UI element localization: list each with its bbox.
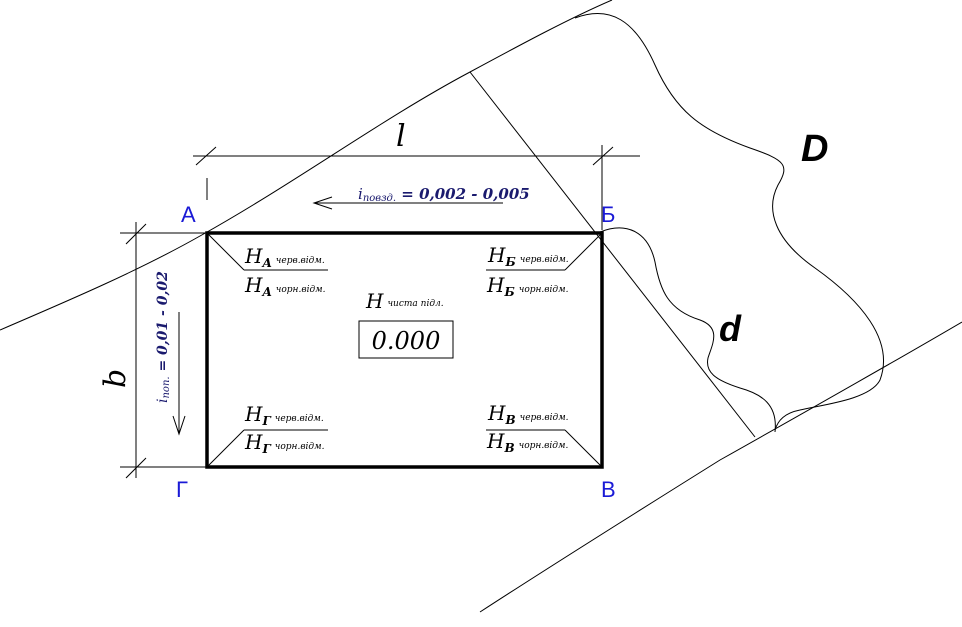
corner-marks	[206, 232, 603, 468]
transverse-slope-label: iпоп. = 0,01 - 0,02	[155, 271, 172, 403]
transverse-slope: iпоп. = 0,01 - 0,02	[155, 271, 186, 436]
width-dimension: b	[98, 222, 207, 479]
upper-boundary-line	[0, 0, 613, 331]
region-D-label: D	[801, 128, 828, 170]
region-D-boundary	[574, 13, 885, 431]
corner-label-v: В	[601, 477, 616, 502]
corner-label-b: Б	[601, 202, 615, 227]
corner-label-g: Г	[176, 477, 188, 502]
corner-label-a: А	[181, 202, 196, 227]
longitudinal-slope-label: iповзд. = 0,002 - 0,005	[358, 185, 530, 204]
region-d-label: d	[719, 308, 742, 349]
length-label: l	[396, 119, 406, 154]
floor-elevation-value: 0.000	[372, 327, 441, 355]
longitudinal-slope: iповзд. = 0,002 - 0,005	[312, 185, 530, 210]
length-dimension: l	[193, 119, 640, 230]
width-label: b	[98, 369, 133, 388]
building-outline	[205, 231, 604, 469]
lower-boundary-line	[479, 321, 962, 613]
region-d-boundary	[599, 227, 776, 433]
cross-line	[469, 71, 756, 438]
floor-elevation-box	[358, 320, 454, 359]
